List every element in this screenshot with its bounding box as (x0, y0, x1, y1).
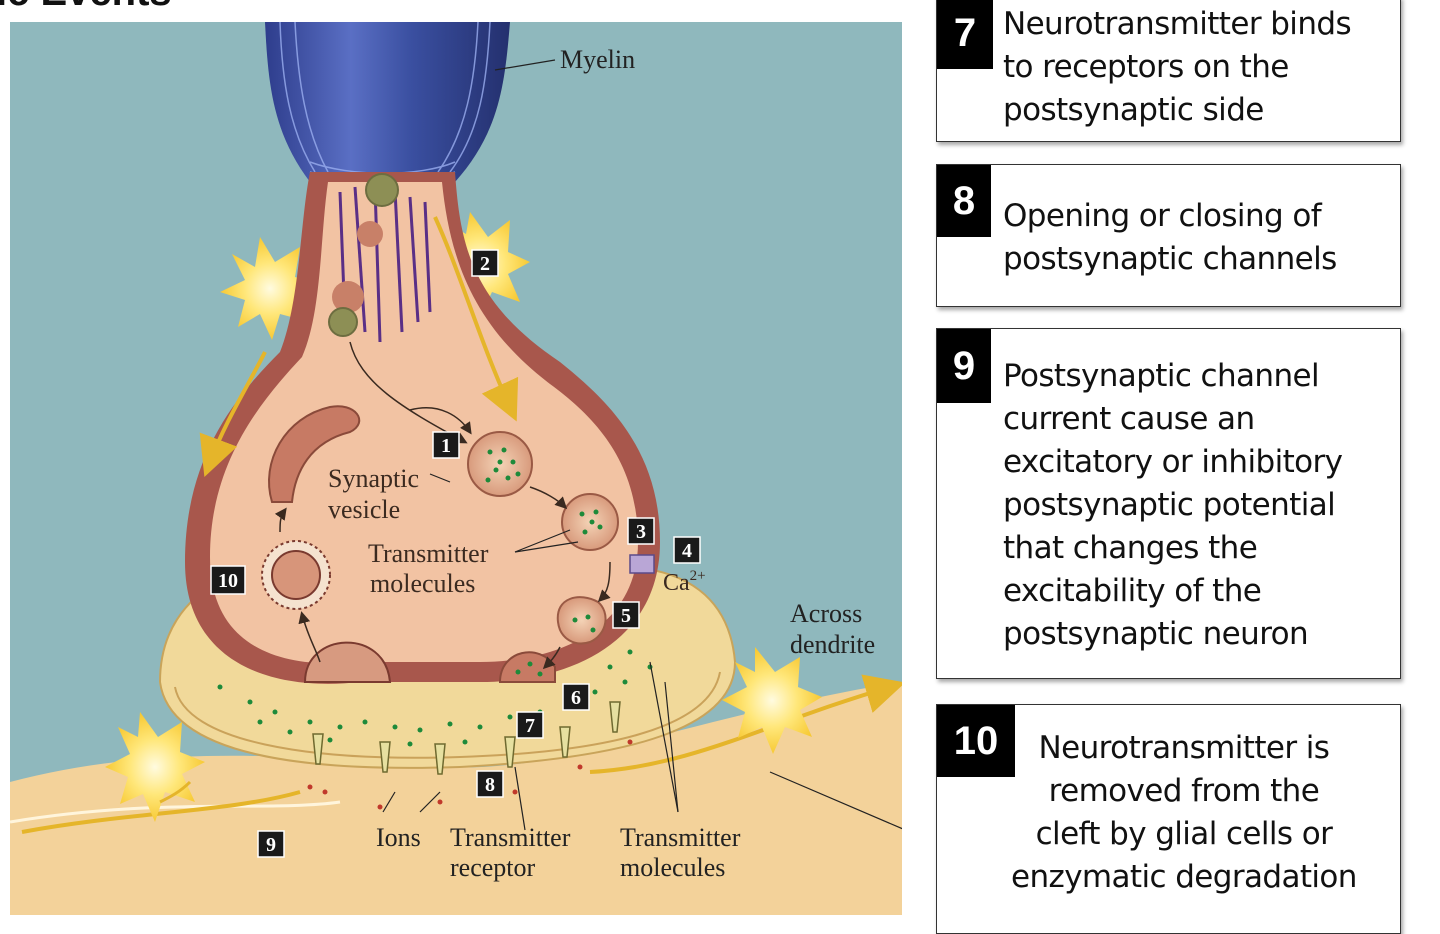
synaptic-vesicle-3 (556, 596, 607, 645)
label-calcium: Ca2+ (663, 568, 706, 596)
step-box-7: 7 Neurotransmitter binds to receptors on… (936, 0, 1401, 142)
step-text-7: Neurotransmitter binds to receptors on t… (1003, 6, 1352, 128)
svg-text:10: 10 (218, 570, 238, 592)
label-transmitter-molecules-line1: Transmitter (368, 539, 489, 568)
step-marker-6: 6 (562, 683, 590, 711)
postsynaptic-burst-left (105, 712, 205, 822)
label-ions: Ions (376, 823, 421, 852)
step-text-9: Postsynaptic channel current cause an ex… (1003, 358, 1343, 652)
step-marker-4: 4 (673, 536, 701, 564)
label-transmitter-receptor-line2: receptor (450, 853, 536, 882)
step-number-9: 9 (937, 329, 991, 403)
step-marker-10: 10 (210, 565, 246, 595)
label-myelin: Myelin (560, 45, 635, 74)
svg-text:9: 9 (266, 834, 276, 856)
label-transmitter-receptor-line1: Transmitter (450, 823, 571, 852)
label-transmitter-molecules-line2: molecules (370, 569, 475, 598)
step-marker-2: 2 (471, 249, 499, 277)
step-box-9: 9 Postsynaptic channel current cause an … (936, 328, 1401, 679)
step-marker-8: 8 (476, 770, 504, 798)
header-strip: ic Events (0, 0, 920, 20)
step-box-8: 8 Opening or closing of postsynaptic cha… (936, 164, 1401, 307)
label-synaptic-vesicle-line2: vesicle (328, 495, 400, 524)
step-number-10: 10 (937, 705, 1015, 777)
label-transmitter-molecules2-line1: Transmitter (620, 823, 741, 852)
svg-text:7: 7 (525, 715, 535, 737)
step-marker-7: 7 (516, 711, 544, 739)
svg-text:1: 1 (441, 435, 451, 457)
svg-text:8: 8 (485, 774, 495, 796)
synapse-illustration: Myelin Synaptic vesicle Transmitter mole… (9, 21, 911, 915)
svg-text:6: 6 (571, 687, 581, 709)
step-marker-3: 3 (627, 517, 655, 545)
step-number-7: 7 (937, 0, 993, 69)
coated-vesicle (261, 540, 331, 610)
label-across-dendrite-line1: Across (790, 599, 862, 628)
synapse-diagram: Myelin Synaptic vesicle Transmitter mole… (9, 21, 911, 915)
svg-text:4: 4 (682, 540, 692, 562)
svg-text:2: 2 (480, 253, 490, 275)
page-title: ic Events (0, 0, 172, 15)
step-marker-5: 5 (612, 601, 640, 629)
step-number-8: 8 (937, 165, 991, 237)
step-box-10: 10 Neurotransmitter is removed from the … (936, 704, 1401, 934)
label-synaptic-vesicle-line1: Synaptic (328, 464, 419, 493)
step-marker-9: 9 (257, 830, 285, 858)
postsynaptic-burst-right (722, 647, 822, 754)
svg-text:5: 5 (621, 605, 631, 627)
endocytosis-pit (303, 641, 392, 683)
label-across-dendrite-line2: dendrite (790, 630, 875, 659)
svg-text:3: 3 (636, 521, 646, 543)
step-marker-1: 1 (432, 431, 460, 459)
step-text-8: Opening or closing of postsynaptic chann… (1003, 198, 1337, 277)
label-transmitter-molecules2-line2: molecules (620, 853, 725, 882)
step-text-10: Neurotransmitter is removed from the cle… (1011, 730, 1357, 895)
